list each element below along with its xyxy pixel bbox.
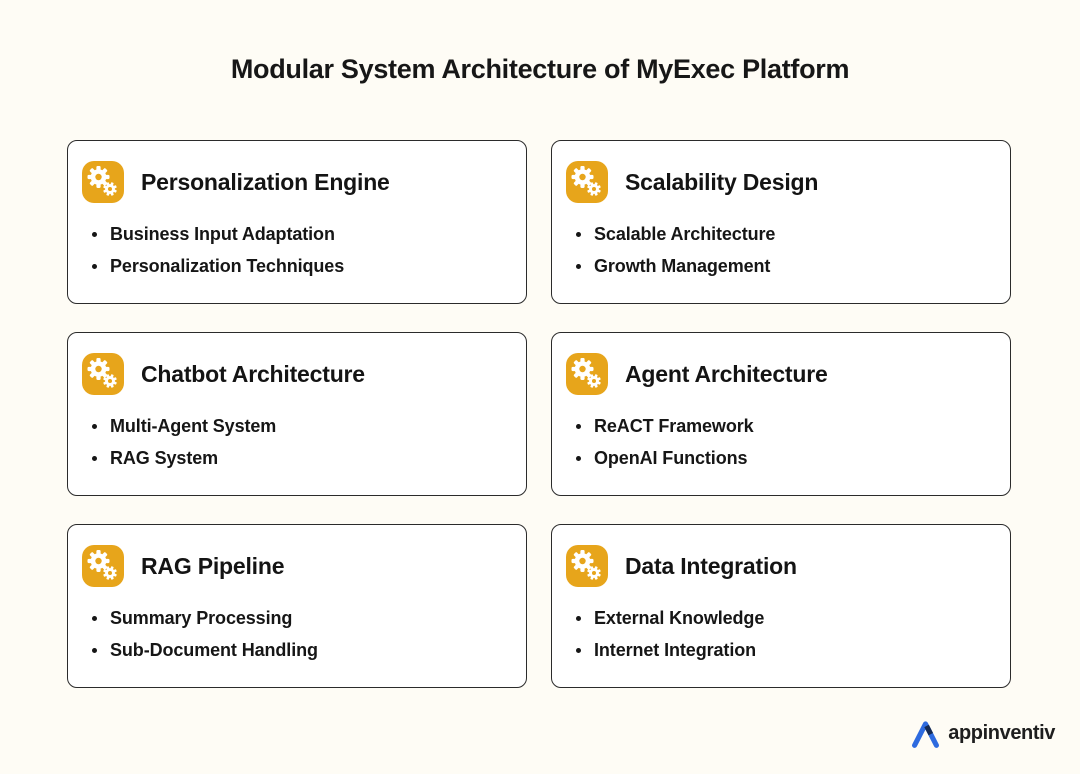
gears-icon (566, 353, 608, 395)
card-header: Personalization Engine (82, 161, 506, 203)
feature-item: Multi-Agent System (92, 410, 506, 442)
feature-item: Business Input Adaptation (92, 218, 506, 250)
card-personalization-engine: Personalization Engine Business Input Ad… (67, 140, 527, 304)
feature-item: Internet Integration (576, 634, 990, 666)
feature-item: Sub-Document Handling (92, 634, 506, 666)
feature-item-label: OpenAI Functions (594, 447, 748, 468)
bullet-dot (576, 423, 581, 429)
card-feature-list: External Knowledge Internet Integration (566, 602, 990, 666)
card-header: Scalability Design (566, 161, 990, 203)
card-title: RAG Pipeline (141, 552, 285, 579)
card-feature-list: Business Input Adaptation Personalizatio… (82, 218, 506, 282)
feature-item: Growth Management (576, 250, 990, 282)
bullet-dot (576, 263, 581, 269)
feature-item-label: ReACT Framework (594, 415, 754, 436)
feature-item-label: External Knowledge (594, 607, 765, 628)
card-feature-list: Multi-Agent System RAG System (82, 410, 506, 474)
feature-item-label: Multi-Agent System (110, 415, 277, 436)
gears-icon (82, 545, 124, 587)
feature-item-label: Business Input Adaptation (110, 223, 335, 244)
bullet-dot (576, 647, 581, 653)
bullet-dot (576, 615, 581, 621)
bullet-dot (92, 423, 97, 429)
bullet-dot (576, 455, 581, 461)
card-feature-list: ReACT Framework OpenAI Functions (566, 410, 990, 474)
feature-item: ReACT Framework (576, 410, 990, 442)
feature-item-label: Summary Processing (110, 607, 293, 628)
gears-icon (566, 161, 608, 203)
appinventiv-logo: appinventiv (910, 719, 1055, 748)
card-header: Chatbot Architecture (82, 353, 506, 395)
bullet-dot (92, 615, 97, 621)
gears-icon (82, 161, 124, 203)
card-title: Agent Architecture (625, 360, 828, 387)
bullet-dot (92, 231, 97, 237)
feature-item: OpenAI Functions (576, 442, 990, 474)
feature-item: Summary Processing (92, 602, 506, 634)
feature-item: RAG System (92, 442, 506, 474)
feature-item-label: Personalization Techniques (110, 255, 345, 276)
card-title: Scalability Design (625, 168, 819, 195)
gears-icon (566, 545, 608, 587)
card-header: Agent Architecture (566, 353, 990, 395)
gears-icon (82, 353, 124, 395)
page-title: Modular System Architecture of MyExec Pl… (230, 54, 850, 84)
feature-item-label: Sub-Document Handling (110, 639, 318, 660)
bullet-dot (92, 647, 97, 653)
feature-item-label: RAG System (110, 447, 219, 468)
card-chatbot-architecture: Chatbot Architecture Multi-Agent System … (67, 332, 527, 496)
bullet-dot (92, 455, 97, 461)
feature-item-label: Scalable Architecture (594, 223, 776, 244)
appinventiv-a-icon (910, 719, 941, 748)
bullet-dot (92, 263, 97, 269)
feature-item-label: Internet Integration (594, 639, 757, 660)
card-feature-list: Scalable Architecture Growth Management (566, 218, 990, 282)
card-title: Chatbot Architecture (141, 360, 365, 387)
card-rag-pipeline: RAG Pipeline Summary Processing Sub-Docu… (67, 524, 527, 688)
card-feature-list: Summary Processing Sub-Document Handling (82, 602, 506, 666)
feature-item-label: Growth Management (594, 255, 771, 276)
card-data-integration: Data Integration External Knowledge Inte… (551, 524, 1011, 688)
card-scalability-design: Scalability Design Scalable Architecture… (551, 140, 1011, 304)
cards-grid: Personalization Engine Business Input Ad… (67, 140, 1011, 688)
card-agent-architecture: Agent Architecture ReACT Framework OpenA… (551, 332, 1011, 496)
appinventiv-logo-text: appinventiv (948, 722, 1055, 744)
card-header: Data Integration (566, 545, 990, 587)
card-title: Personalization Engine (141, 168, 390, 195)
feature-item: Scalable Architecture (576, 218, 990, 250)
bullet-dot (576, 231, 581, 237)
feature-item: External Knowledge (576, 602, 990, 634)
card-title: Data Integration (625, 552, 797, 579)
feature-item: Personalization Techniques (92, 250, 506, 282)
card-header: RAG Pipeline (82, 545, 506, 587)
